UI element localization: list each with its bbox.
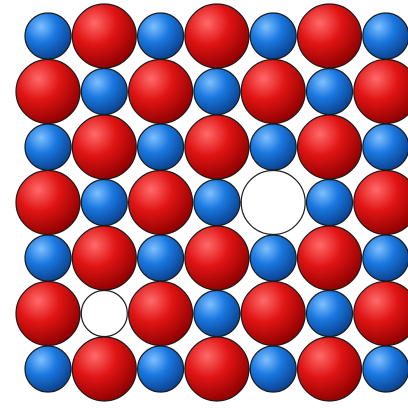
large-red-ion xyxy=(129,282,193,346)
large-red-ion xyxy=(72,4,136,68)
large-red-ion xyxy=(241,60,305,124)
small-blue-ion xyxy=(138,346,184,392)
large-red-ion xyxy=(129,60,193,124)
small-blue-ion xyxy=(138,235,184,281)
small-blue-ion xyxy=(138,124,184,170)
small-blue-ion xyxy=(194,180,240,226)
small-blue-ion xyxy=(25,346,71,392)
large-red-ion xyxy=(185,4,249,68)
small-blue-ion xyxy=(194,69,240,115)
small-blue-ion xyxy=(363,13,408,59)
small-ion-vacancy xyxy=(81,291,127,337)
large-red-ion xyxy=(129,171,193,235)
large-red-ion xyxy=(298,226,362,290)
small-blue-ion xyxy=(250,124,296,170)
small-blue-ion xyxy=(25,13,71,59)
small-blue-ion xyxy=(250,13,296,59)
large-red-ion xyxy=(298,4,362,68)
small-blue-ion xyxy=(363,235,408,281)
large-red-ion xyxy=(72,337,136,401)
large-red-ion xyxy=(16,171,80,235)
small-blue-ion xyxy=(307,180,353,226)
large-red-ion xyxy=(298,337,362,401)
large-red-ion xyxy=(354,171,408,235)
large-red-ion xyxy=(72,226,136,290)
large-red-ion xyxy=(16,60,80,124)
large-ion-vacancy xyxy=(241,171,305,235)
small-blue-ion xyxy=(307,291,353,337)
large-red-ion xyxy=(241,282,305,346)
large-red-ion xyxy=(354,60,408,124)
ion-grid xyxy=(16,4,408,401)
small-blue-ion xyxy=(307,69,353,115)
small-blue-ion xyxy=(25,124,71,170)
large-red-ion xyxy=(185,115,249,179)
small-blue-ion xyxy=(250,235,296,281)
large-red-ion xyxy=(16,282,80,346)
large-red-ion xyxy=(298,115,362,179)
small-blue-ion xyxy=(138,13,184,59)
small-blue-ion xyxy=(81,180,127,226)
large-red-ion xyxy=(185,226,249,290)
large-red-ion xyxy=(72,115,136,179)
small-blue-ion xyxy=(363,124,408,170)
large-red-ion xyxy=(354,282,408,346)
small-blue-ion xyxy=(81,69,127,115)
small-blue-ion xyxy=(363,346,408,392)
small-blue-ion xyxy=(25,235,71,281)
small-blue-ion xyxy=(250,346,296,392)
small-blue-ion xyxy=(194,291,240,337)
large-red-ion xyxy=(185,337,249,401)
